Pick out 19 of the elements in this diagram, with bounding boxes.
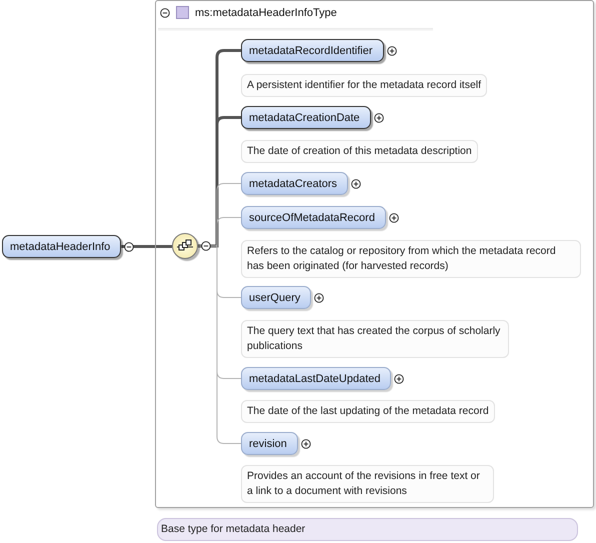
element-box: sourceOfMetadataRecord — [241, 206, 386, 229]
type-name: ms:metadataHeaderInfoType — [195, 6, 337, 18]
connector-line — [121, 245, 172, 248]
annotation-callout: Base type for metadata header — [157, 518, 578, 541]
annotation-callout: The date of the last updating of the metadata record — [241, 400, 495, 423]
annotation-callout: The query text that has created the corpus of scholarly publications — [241, 320, 509, 358]
element-box: metadataRecordIdentifier — [241, 39, 384, 62]
type-frame — [155, 0, 594, 508]
annotation-callout: A persistent identifier for the metadata record itself — [241, 74, 488, 97]
element-box: metadataLastDateUpdated — [241, 367, 392, 390]
element-box: revision — [241, 432, 298, 455]
annotation-callout: Provides an account of the revisions in free text or a link to a document with revisions — [241, 465, 494, 503]
annotation-callout: The date of creation of this metadata description — [241, 140, 478, 163]
sequence-circle — [172, 233, 198, 259]
element-box: metadataCreators — [241, 172, 348, 195]
element-box: metadataHeaderInfo — [2, 235, 122, 258]
annotation-callout: Refers to the catalog or repository from which the metadata record has been originated (for harvested records) — [241, 240, 581, 278]
element-box: userQuery — [241, 286, 312, 309]
element-box: metadataCreationDate — [241, 106, 371, 129]
